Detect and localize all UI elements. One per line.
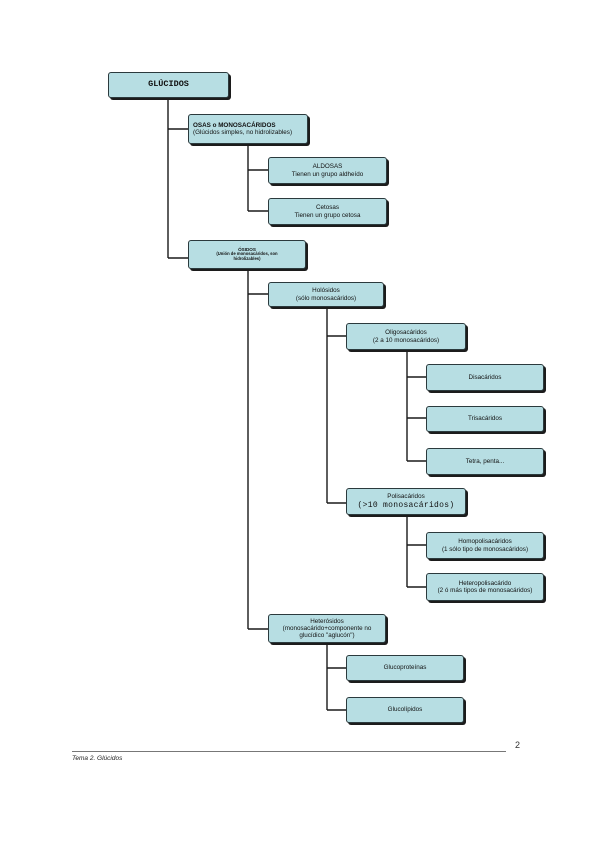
node-disacaridos: Disacáridos: [426, 364, 544, 391]
node-aldosas-title: ALDOSAS: [312, 163, 343, 171]
node-heterosidos-title: Heterósidos: [310, 617, 344, 625]
node-tetra-penta: Tetra, penta...: [426, 448, 544, 475]
node-holosidos-title: Holósidos: [312, 287, 340, 295]
node-heteropolisacaridos: Heteropolisacárido (2 ó más tipos de mon…: [426, 573, 544, 601]
node-oligosacaridos-subtitle: (2 a 10 monosacáridos): [372, 336, 440, 344]
node-glucidos-title: GLÚCIDOS: [148, 79, 189, 90]
node-osas-title: OSAS o MONOSACÁRIDOS: [193, 121, 276, 129]
node-homopolisacaridos-subtitle: (1 sólo tipo de monosacáridos): [441, 545, 529, 553]
node-polisacaridos: Polisacáridos (>10 monosacáridos): [346, 488, 466, 515]
node-trisacaridos-title: Trisacáridos: [467, 415, 503, 423]
node-homopolisacaridos-title: Homopolisacáridos: [458, 538, 512, 546]
node-heteropolisacaridos-title: Heteropolisacárido: [458, 579, 512, 587]
node-cetosas-subtitle: Tienen un grupo cetosa: [294, 211, 361, 219]
node-glucoproteinas-title: Glucoproteínas: [383, 664, 427, 672]
node-oligosacaridos-title: Oligosacáridos: [385, 329, 427, 337]
node-polisacaridos-title: Polisacáridos: [387, 493, 425, 501]
node-glucolipidos: Glucolípidos: [346, 697, 464, 723]
node-heterosidos-subtitle-1: (monosacárido+componente no: [282, 624, 372, 632]
node-osidos-title: ÓSIDOS: [238, 247, 256, 253]
node-heteropolisacaridos-subtitle: (2 ó más tipos de monosacáridos): [437, 587, 533, 594]
node-cetosas: Cetosas Tienen un grupo cetosa: [268, 198, 387, 225]
node-osidos: ÓSIDOS (Unión de monosacáridos, son hidr…: [188, 240, 306, 269]
node-aldosas-subtitle: Tienen un grupo aldheído: [291, 170, 364, 178]
node-aldosas: ALDOSAS Tienen un grupo aldheído: [268, 157, 387, 184]
node-holosidos: Holósidos (sólo monosacáridos): [268, 282, 384, 307]
node-osas-subtitle: (Glúcidos simples, no hidrolizables): [193, 129, 293, 136]
node-osidos-subtitle-1: (Unión de monosacáridos, son: [216, 251, 278, 257]
node-glucoproteinas: Glucoproteínas: [346, 655, 464, 681]
node-tetra-penta-title: Tetra, penta...: [465, 457, 505, 465]
node-holosidos-subtitle: (sólo monosacáridos): [295, 294, 357, 302]
node-trisacaridos: Trisacáridos: [426, 406, 544, 432]
node-polisacaridos-subtitle: (>10 monosacáridos): [357, 500, 455, 510]
node-oligosacaridos: Oligosacáridos (2 a 10 monosacáridos): [346, 323, 466, 350]
node-glucidos: GLÚCIDOS: [108, 72, 229, 98]
page-number: 2: [515, 740, 521, 750]
node-osidos-subtitle-2: hidrolizables): [233, 256, 261, 262]
node-homopolisacaridos: Homopolisacáridos (1 sólo tipo de monosa…: [426, 532, 544, 559]
node-glucolipidos-title: Glucolípidos: [387, 706, 423, 714]
node-disacaridos-title: Disacáridos: [468, 373, 502, 381]
footer-divider: [72, 751, 506, 752]
node-osas-monosacaridos: OSAS o MONOSACÁRIDOS (Glúcidos simples, …: [188, 114, 308, 144]
footer-title: Tema 2. Glúcidos: [72, 755, 123, 762]
node-cetosas-title: Cetosas: [315, 204, 340, 212]
node-heterosidos-subtitle-2: glucídico "aglucón"): [299, 632, 355, 640]
node-heterosidos: Heterósidos (monosacárido+componente no …: [268, 614, 386, 643]
